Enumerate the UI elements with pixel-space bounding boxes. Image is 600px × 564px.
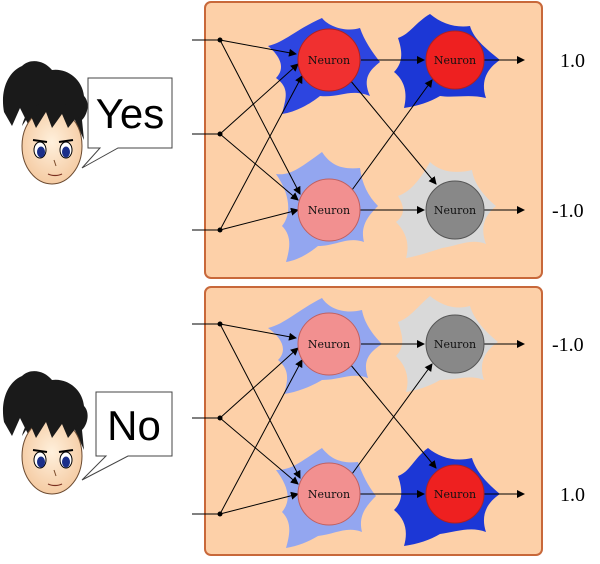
output-value: 1.0 [560, 484, 585, 506]
panel-background [204, 1, 543, 279]
junction-dots [217, 321, 223, 517]
output-value: 1.0 [560, 50, 585, 72]
character-head-icon [2, 371, 88, 495]
panel-yes: Neuron Neuron Neuron Neuron 1.0 -1.0 [192, 1, 585, 279]
character-yes: Yes [2, 61, 173, 185]
output-value: -1.0 [552, 200, 584, 222]
neuron-node: Neuron [425, 464, 485, 524]
neuron-label: Neuron [434, 204, 476, 217]
neuron-node: Neuron [425, 180, 485, 240]
neuron-label: Neuron [308, 204, 350, 217]
neuron-node: Neuron [297, 28, 361, 92]
neuron-label: Neuron [434, 488, 476, 501]
neuron-node: Neuron [297, 178, 361, 242]
speech-bubble: No [81, 391, 173, 481]
neuron-label: Neuron [434, 338, 476, 351]
panel-background [204, 286, 543, 556]
speech-bubble-text: Yes [96, 90, 165, 137]
neuron-label: Neuron [434, 54, 476, 67]
character-head-icon [2, 61, 88, 185]
neuron-node: Neuron [425, 314, 485, 374]
character-no: No [2, 371, 173, 495]
panel-no: Neuron Neuron Neuron Neuron -1.0 1.0 [192, 286, 585, 556]
neuron-node: Neuron [297, 462, 361, 526]
connection-lines [192, 323, 525, 515]
connection-lines [192, 39, 525, 231]
speech-bubble: Yes [81, 77, 173, 169]
neuron-node: Neuron [425, 30, 485, 90]
speech-bubble-text: No [107, 402, 161, 449]
neuron-label: Neuron [308, 488, 350, 501]
neuron-label: Neuron [308, 54, 350, 67]
junction-dots [217, 37, 223, 233]
neuron-label: Neuron [308, 338, 350, 351]
neuron-node: Neuron [297, 312, 361, 376]
output-value: -1.0 [552, 334, 584, 356]
